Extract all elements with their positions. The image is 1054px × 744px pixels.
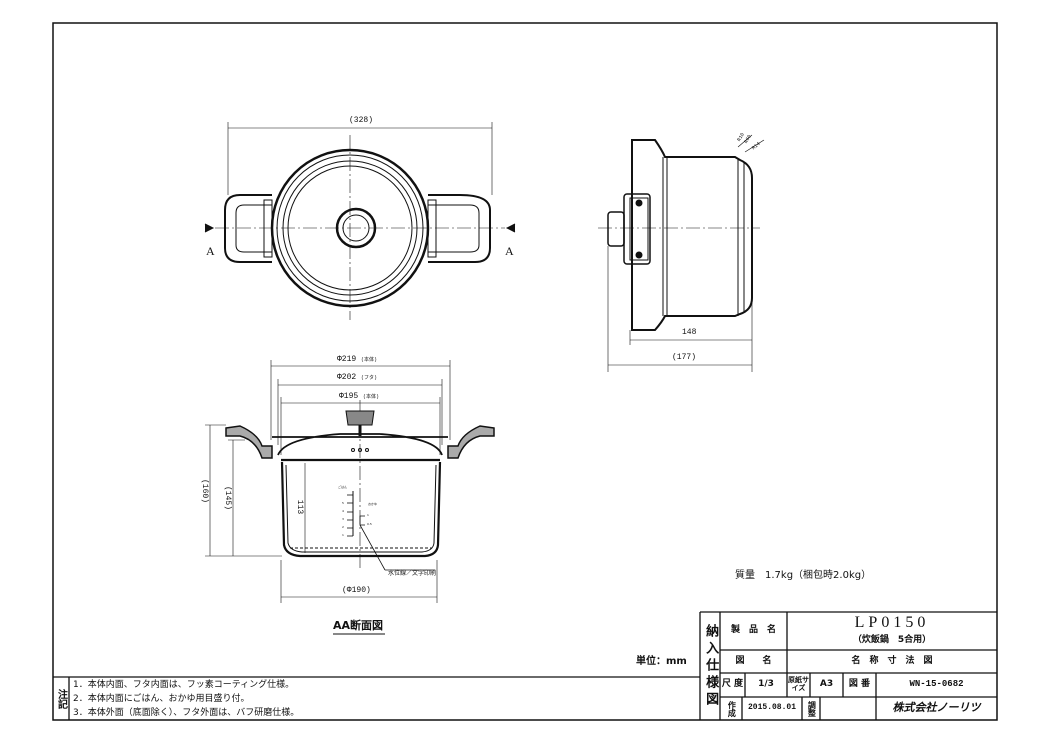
section-mark-left: A xyxy=(206,244,215,258)
sheet-border xyxy=(52,22,998,721)
dim-dia-219: Φ219 (本体) xyxy=(337,356,377,364)
drawing-no: WN-15-0682 xyxy=(909,679,964,690)
unit-text: 単位：mm xyxy=(636,656,687,667)
product-name-label: 製 品 名 xyxy=(730,625,776,636)
drawing-no-label: 図 番 xyxy=(848,679,871,690)
top-view xyxy=(204,122,516,320)
note-item: 3．本体外面（底面除く）、フタ外面は、バフ研磨仕様。 xyxy=(73,708,300,718)
scale-level: 4 xyxy=(342,509,344,513)
note-item: 2．本体内面にごはん、おかゆ用目盛り付。 xyxy=(73,694,250,704)
dim-value: Φ219 xyxy=(337,355,357,364)
dim-note: (本体) xyxy=(361,357,378,363)
paper-size: A3 xyxy=(819,679,834,690)
scale-value: 1/3 xyxy=(758,679,774,690)
dim-depth-113: 113 xyxy=(295,499,305,515)
dim-dia-195: Φ195 (本体) xyxy=(339,393,379,401)
scale-level: 2 xyxy=(342,525,344,529)
adjusted-value xyxy=(820,697,876,720)
scale-level: 0.5 xyxy=(367,522,372,526)
dim-side-depth: 148 xyxy=(682,328,697,337)
dim-value: Φ195 xyxy=(339,392,359,401)
section-mark-right: A xyxy=(505,244,514,258)
drawing-name-label: 図 名 xyxy=(735,655,772,666)
dim-note: (フタ) xyxy=(361,375,378,381)
dim-bottom-190: (Φ190) xyxy=(342,586,371,595)
scale-rice-label: ごはん xyxy=(338,485,348,489)
scale-level: 3 xyxy=(342,517,344,521)
title-block-grid xyxy=(53,611,997,720)
note-item: 1．本体内面、フタ内面は、フッ素コーティング仕様。 xyxy=(73,680,295,690)
dim-value: Φ202 xyxy=(337,373,357,382)
created-label: 作成 xyxy=(727,700,737,717)
scale-label: 尺 度 xyxy=(721,679,744,690)
notes-label: 注記 xyxy=(55,688,67,709)
product-code: LP0150 xyxy=(854,614,930,632)
company-logo: 株式会社ノーリツ xyxy=(892,701,981,715)
dim-height-160: (160) xyxy=(200,478,210,504)
dim-top-width: (328) xyxy=(349,116,374,125)
paper-size-label: 原紙サイズ xyxy=(788,676,809,692)
callout-water-line: 水位線／文字印刷 xyxy=(388,570,437,577)
scale-porridge-label: おかゆ xyxy=(368,502,378,506)
scale-level: 5 xyxy=(342,501,344,505)
section-view xyxy=(205,360,495,635)
adjusted-label: 調整 xyxy=(807,700,817,717)
dim-side-overall: (177) xyxy=(672,353,697,362)
section-title: AA断面図 xyxy=(333,619,384,632)
side-view xyxy=(598,134,765,372)
dim-dia-202: Φ202 (フタ) xyxy=(337,374,377,382)
product-desc: （炊飯鍋 5合用） xyxy=(852,634,932,645)
created-date: 2015.08.01 xyxy=(747,703,796,713)
dim-note: (本体) xyxy=(363,394,380,400)
scale-level: 1 xyxy=(367,513,369,517)
spec-side-label: 納入仕様図 xyxy=(703,623,719,709)
drawing-name: 名 称 寸 法 図 xyxy=(851,655,933,666)
mass-text: 質量 1.7kg（梱包時2.0kg） xyxy=(735,570,872,581)
dim-height-145: (145) xyxy=(223,485,233,511)
scale-level: 1 xyxy=(342,533,344,537)
